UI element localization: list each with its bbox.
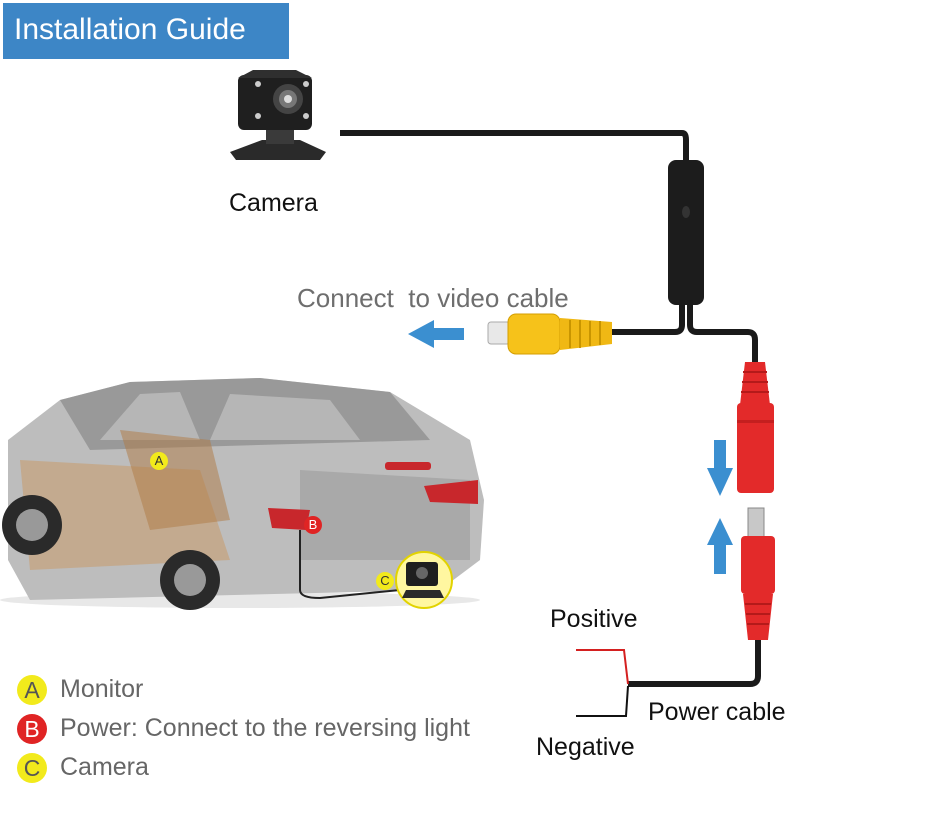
power-female-plug bbox=[737, 362, 774, 493]
legend-text-monitor: Monitor bbox=[60, 675, 144, 703]
arrow-left-icon bbox=[408, 320, 464, 348]
legend: A Monitor B Power: Connect to the revers… bbox=[17, 670, 470, 787]
car-marker-c: C bbox=[376, 572, 394, 590]
junction-module bbox=[668, 160, 704, 305]
positive-wire bbox=[576, 649, 629, 685]
rca-connector bbox=[487, 313, 612, 355]
car-marker-b: B bbox=[304, 516, 322, 534]
car-marker-a: A bbox=[150, 452, 168, 470]
connect-video-label: Connect to video cable bbox=[297, 283, 569, 313]
page-title: Installation Guide bbox=[14, 13, 246, 46]
arrow-up-icon bbox=[707, 518, 733, 574]
legend-badge-b: B bbox=[17, 713, 47, 744]
legend-item-camera: C Camera bbox=[17, 748, 470, 787]
legend-text-power: Power: Connect to the reversing light bbox=[60, 714, 470, 742]
legend-badge-a: A bbox=[17, 674, 47, 705]
power-cable-label: Power cable bbox=[648, 698, 786, 726]
legend-text-camera: Camera bbox=[60, 753, 149, 781]
camera-label: Camera bbox=[229, 189, 318, 217]
negative-wire bbox=[576, 685, 629, 717]
video-branch-cable bbox=[610, 300, 685, 335]
camera-cable bbox=[340, 130, 689, 165]
arrow-down-icon bbox=[707, 440, 733, 496]
negative-label: Negative bbox=[536, 733, 635, 761]
power-branch-cable bbox=[687, 300, 758, 365]
legend-badge-c: C bbox=[17, 752, 47, 783]
legend-item-power: B Power: Connect to the reversing light bbox=[17, 709, 470, 748]
legend-item-monitor: A Monitor bbox=[17, 670, 470, 709]
car-illustration bbox=[0, 378, 484, 610]
power-male-plug bbox=[741, 507, 775, 640]
camera-icon bbox=[230, 70, 326, 160]
positive-label: Positive bbox=[550, 605, 638, 633]
title-banner bbox=[3, 3, 289, 59]
power-cable bbox=[628, 640, 761, 687]
